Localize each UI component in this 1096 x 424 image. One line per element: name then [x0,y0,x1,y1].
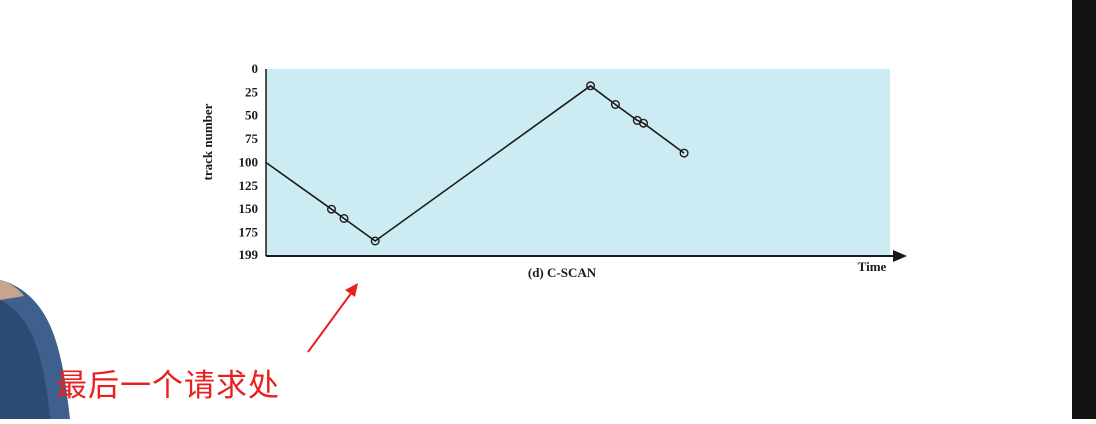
data-point [639,118,649,128]
data-point [370,236,380,246]
series-c-scan [265,81,689,246]
y-tick-label: 199 [239,247,259,262]
series-line [265,84,685,242]
annotation-arrowhead [345,283,358,297]
data-point [327,204,337,214]
annotation-arrow-line [307,291,353,353]
y-tick-label: 150 [239,201,259,216]
data-point [339,213,349,223]
y-tick-labels: 0 25 50 75 100 125 150 175 199 [239,61,259,262]
y-axis-label: track number [200,103,215,180]
y-tick-label: 0 [252,61,259,76]
y-tick-label: 75 [245,131,259,146]
y-tick-label: 175 [239,225,259,240]
data-point [610,99,620,109]
right-dark-strip [1072,0,1096,419]
y-tick-label: 25 [245,84,259,99]
chart-title: (d) C-SCAN [528,265,597,280]
x-axis-arrowhead [893,250,907,262]
plot-area [266,69,890,255]
presenter-silhouette [0,280,70,419]
x-axis-label: Time [858,259,887,274]
annotation-text: 最后一个请求处 [56,368,280,404]
y-tick-label: 50 [245,108,258,123]
data-point [586,81,596,91]
data-point [679,148,689,158]
y-tick-label: 100 [239,154,259,169]
y-tick-label: 125 [239,178,259,193]
